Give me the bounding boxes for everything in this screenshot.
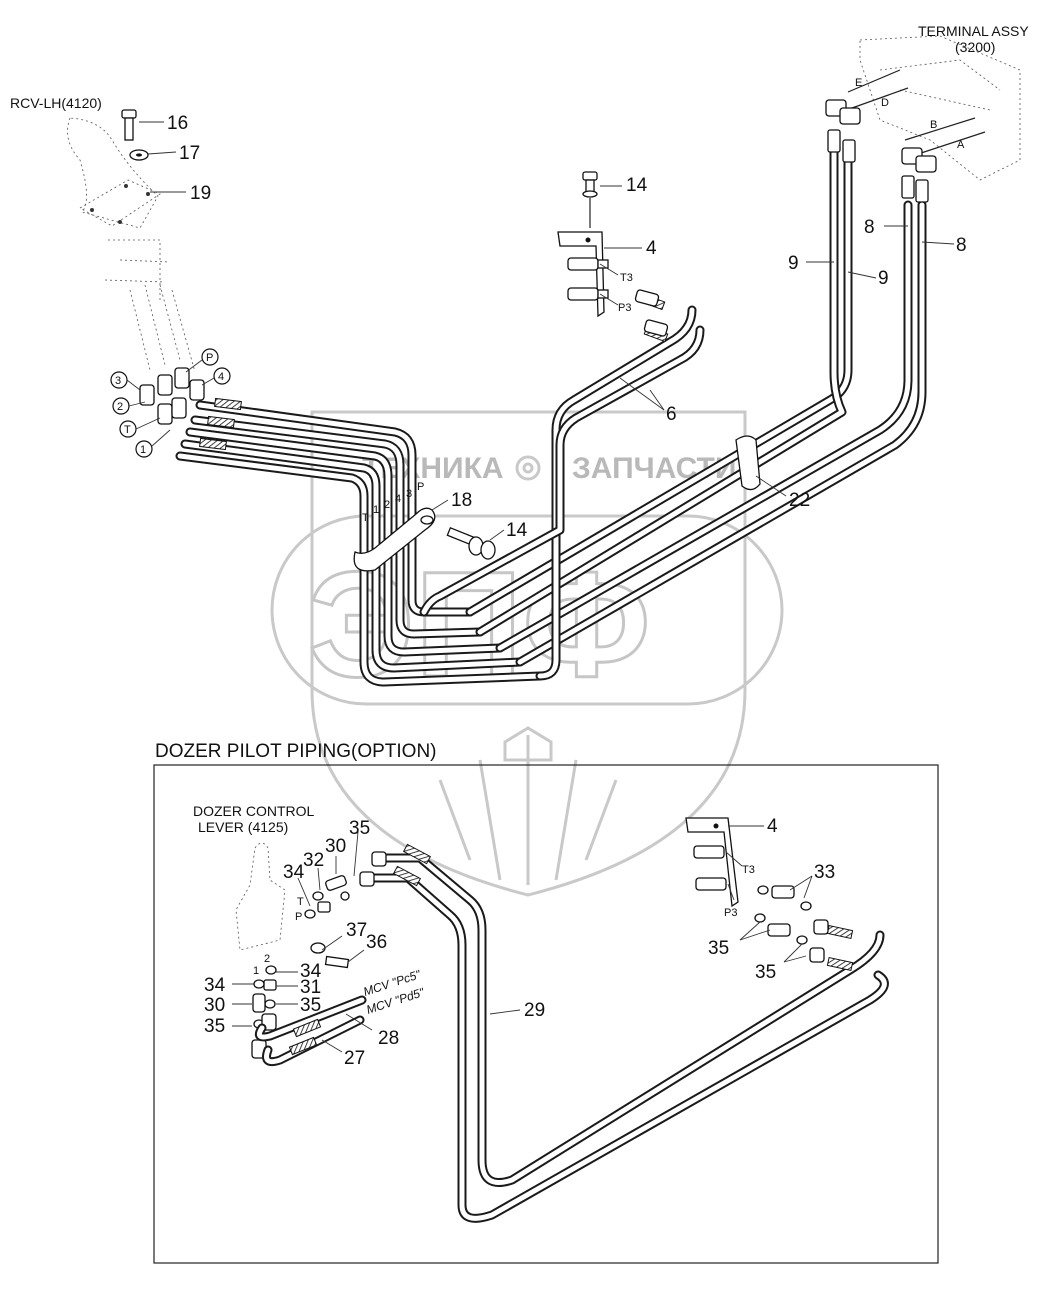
dozer-lever-ghost xyxy=(235,842,286,951)
watermark-gear-icon xyxy=(515,455,541,481)
dozer-lever-port-p: P xyxy=(295,911,302,923)
dozer-part-label-36: 36 xyxy=(366,932,387,953)
watermark-wheat-icon xyxy=(438,726,618,885)
part-label-9-right: 9 xyxy=(878,268,889,289)
pipe-marker-4: 4 xyxy=(395,493,401,505)
rcv-stems-ghost xyxy=(129,284,196,373)
part-label-22: 22 xyxy=(789,490,810,511)
part-label-6: 6 xyxy=(666,404,677,425)
pipe-marker-p: P xyxy=(417,481,424,493)
bracket-4-upper: T3 P3 xyxy=(557,171,669,337)
rcv-lh-stack-ghost xyxy=(104,239,171,300)
rcv-port-fittings xyxy=(139,367,205,425)
clamp-22-icon xyxy=(735,435,761,491)
dozer-part-label-33: 33 xyxy=(814,862,835,883)
terminal-port-a: A xyxy=(957,139,965,151)
pipe-markers: T 1 2 4 3 P xyxy=(362,481,424,524)
dozer-part-label-35-mid: 35 xyxy=(300,995,321,1016)
bolt-14-lower-icon xyxy=(446,526,496,560)
dozer-part-label-29: 29 xyxy=(524,1000,545,1021)
rcv-lh-body-ghost xyxy=(67,117,159,229)
terminal-assy-label-line1: TERMINAL ASSY xyxy=(918,23,1029,39)
circled-port-4: 4 xyxy=(218,371,224,383)
part-label-14-lower: 14 xyxy=(506,520,528,541)
dozer-lever-port-1: 1 xyxy=(253,965,259,977)
terminal-port-b: B xyxy=(930,119,937,131)
dozer-section: DOZER PILOT PIPING(OPTION) DOZER CONTROL… xyxy=(153,741,939,1264)
circled-port-t: T xyxy=(124,424,131,436)
part-label-8-left: 8 xyxy=(864,217,875,238)
bolt-14-upper-icon xyxy=(582,171,598,228)
circled-port-3: 3 xyxy=(115,375,121,387)
rcv-lh-label: RCV-LH(4120) xyxy=(10,95,102,111)
dozer-part-label-30-top: 30 xyxy=(325,836,346,857)
dozer-part-label-27: 27 xyxy=(344,1048,365,1069)
dozer-lever-label-line1: DOZER CONTROL xyxy=(193,803,315,819)
dozer-part-label-35-bracket-a: 35 xyxy=(708,938,729,959)
part-label-16: 16 xyxy=(167,113,188,134)
dozer-title: DOZER PILOT PIPING(OPTION) xyxy=(155,741,437,762)
dozer-pipes xyxy=(254,843,889,1223)
terminal-port-d: D xyxy=(881,97,889,109)
part-label-4-upper: 4 xyxy=(646,238,657,259)
part-label-19: 19 xyxy=(190,183,211,204)
dozer-lever-port-2: 2 xyxy=(264,953,270,965)
part-label-17: 17 xyxy=(179,143,200,164)
watermark-shield xyxy=(310,410,747,897)
dozer-part-label-34-right: 34 xyxy=(300,961,322,982)
pipe-marker-3: 3 xyxy=(406,488,412,500)
part-label-8-right: 8 xyxy=(956,235,967,256)
dozer-lever-port-t: T xyxy=(297,896,304,908)
circled-port-2: 2 xyxy=(117,401,123,413)
bracket-port-p3: P3 xyxy=(618,302,631,314)
dozer-lever-label-line2: LEVER (4125) xyxy=(198,819,288,835)
plate-19-icon xyxy=(79,179,161,227)
terminal-assy-label-line2: (3200) xyxy=(955,39,995,55)
pipe-marker-2: 2 xyxy=(384,499,390,511)
dozer-part-label-30-left: 30 xyxy=(204,995,225,1016)
circled-port-1: 1 xyxy=(140,444,146,456)
dozer-part-label-37: 37 xyxy=(346,920,367,941)
dozer-part-label-35-left: 35 xyxy=(204,1016,225,1037)
dozer-part-label-35-bracket-b: 35 xyxy=(755,962,776,983)
dozer-part-label-34-left: 34 xyxy=(204,975,226,996)
circled-port-p: P xyxy=(206,352,213,364)
dozer-bracket-port-t3: T3 xyxy=(742,864,755,876)
dozer-part-label-32: 32 xyxy=(303,850,324,871)
washer-17-icon xyxy=(129,149,149,161)
dozer-part-label-28: 28 xyxy=(378,1028,399,1049)
terminal-assy: TERMINAL ASSY (3200) E D B A xyxy=(825,23,1029,203)
part-label-18: 18 xyxy=(451,490,472,511)
rcv-circled-port-labels: 3 P 4 2 T 1 xyxy=(110,348,231,458)
pipe-marker-t: T xyxy=(362,512,369,524)
bolt-16-icon xyxy=(121,109,137,141)
dozer-part-label-31: 31 xyxy=(300,977,321,998)
dozer-part-label-4: 4 xyxy=(767,816,778,837)
terminal-port-e: E xyxy=(855,77,862,89)
dozer-frame xyxy=(153,764,939,1264)
pipe-marker-1: 1 xyxy=(373,504,379,516)
dozer-part-label-35-top: 35 xyxy=(349,818,370,839)
rcv-lh-assembly: RCV-LH(4120) 16 17 19 xyxy=(10,95,211,373)
dozer-bracket-port-p3: P3 xyxy=(724,907,737,919)
part-label-14-upper: 14 xyxy=(626,175,648,196)
watermark-pill xyxy=(270,514,784,706)
dozer-part-label-34-top: 34 xyxy=(283,862,305,883)
dozer-bracket-4: T3 P3 xyxy=(685,817,829,963)
part-label-9-left: 9 xyxy=(788,253,799,274)
bracket-port-t3: T3 xyxy=(620,272,633,284)
